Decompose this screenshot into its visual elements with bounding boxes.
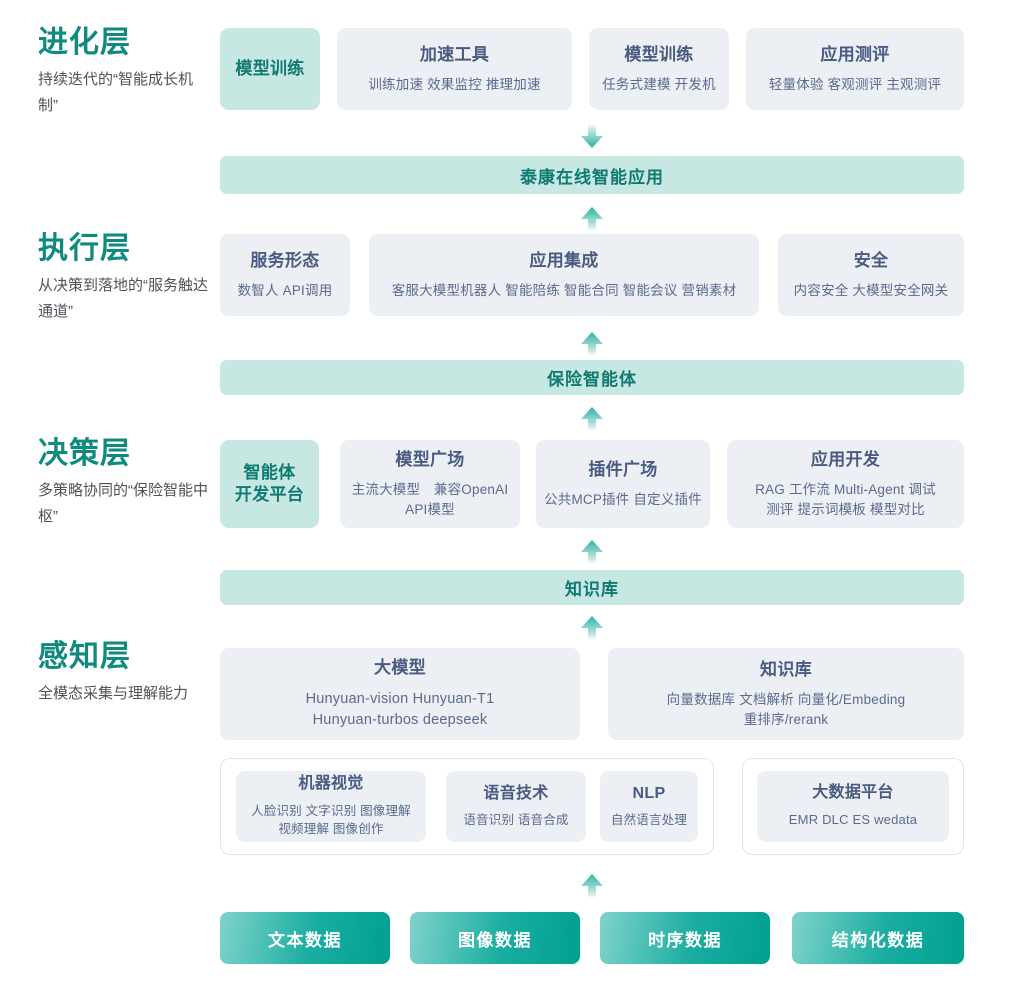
card-title: 安全 <box>853 250 889 270</box>
layer-desc-execution: 从决策到落地的“服务触达通道” <box>38 277 208 321</box>
layer-title-evolution: 进化层 <box>38 26 131 59</box>
layer-desc-evolution: 持续迭代的“智能成长机制” <box>38 71 193 115</box>
card-sub: 任务式建模 开发机 <box>602 76 716 92</box>
layer-label-evolution: 进化层 持续迭代的“智能成长机制” <box>38 26 218 120</box>
card-large-model[interactable]: 大模型 Hunyuan-vision Hunyuan-T1 Hunyuan-tu… <box>220 648 580 740</box>
card-title: 模型广场 <box>395 449 465 469</box>
card-sub: 轻量体验 客观测评 主观测评 <box>768 76 942 92</box>
card-big-data-platform[interactable]: 大数据平台 EMR DLC ES wedata <box>757 771 949 842</box>
card-service-form[interactable]: 服务形态 数智人 API调用 <box>220 234 350 316</box>
card-title: 服务形态 <box>250 250 320 270</box>
card-sub: 内容安全 大模型安全网关 <box>793 282 949 298</box>
arrow-up-to-perception-icon <box>577 612 607 642</box>
card-evolution-model-training-platform[interactable]: 模型训练 <box>220 28 320 110</box>
card-title: 应用测评 <box>820 44 890 64</box>
arrow-up-to-app-icon <box>577 203 607 233</box>
arrow-up-to-kb-icon <box>577 536 607 566</box>
card-sub: EMR DLC ES wedata <box>788 811 918 827</box>
layer-title-decision: 决策层 <box>38 437 131 470</box>
card-sub: 主流大模型 兼容OpenAI API模型 <box>351 481 509 517</box>
card-sub: 向量数据库 文档解析 向量化/Embeding 重排序/rerank <box>666 691 906 727</box>
layer-title-perception: 感知层 <box>38 640 131 673</box>
arrow-up-to-agent-icon <box>577 328 607 358</box>
card-model-marketplace[interactable]: 模型广场 主流大模型 兼容OpenAI API模型 <box>340 440 520 528</box>
card-sub: 公共MCP插件 自定义插件 <box>544 491 702 507</box>
layer-label-decision: 决策层 多策略协同的“保险智能中枢” <box>38 437 218 531</box>
card-sub: Hunyuan-vision Hunyuan-T1 Hunyuan-turbos… <box>305 690 495 728</box>
card-title: 应用集成 <box>529 250 599 270</box>
card-application-integration[interactable]: 应用集成 客服大模型机器人 智能陪练 智能合同 智能会议 营销素材 <box>369 234 759 316</box>
arrow-up-from-data-icon <box>577 870 607 900</box>
layer-label-execution: 执行层 从决策到落地的“服务触达通道” <box>38 232 218 326</box>
card-sub: 人脸识别 文字识别 图像理解 视频理解 图像创作 <box>251 804 411 837</box>
card-application-development[interactable]: 应用开发 RAG 工作流 Multi-Agent 调试 测评 提示词模板 模型对… <box>727 440 964 528</box>
card-title: 模型训练 <box>624 44 694 64</box>
card-title: 加速工具 <box>419 44 490 64</box>
chip-structured-data[interactable]: 结构化数据 <box>792 912 964 964</box>
card-nlp[interactable]: NLP 自然语言处理 <box>600 771 698 842</box>
card-security[interactable]: 安全 内容安全 大模型安全网关 <box>778 234 964 316</box>
arrow-down-to-app-icon <box>577 122 607 152</box>
card-title: 模型训练 <box>235 58 305 78</box>
card-title: NLP <box>632 784 666 802</box>
layer-desc-perception: 全模态采集与理解能力 <box>38 685 189 702</box>
card-sub: RAG 工作流 Multi-Agent 调试 测评 提示词模板 模型对比 <box>755 481 936 517</box>
card-model-training[interactable]: 模型训练 任务式建模 开发机 <box>589 28 729 110</box>
card-title: 知识库 <box>760 659 812 679</box>
card-machine-vision[interactable]: 机器视觉 人脸识别 文字识别 图像理解 视频理解 图像创作 <box>236 771 426 842</box>
card-knowledge-base[interactable]: 知识库 向量数据库 文档解析 向量化/Embeding 重排序/rerank <box>608 648 964 740</box>
card-title: 大模型 <box>374 658 426 678</box>
card-sub: 客服大模型机器人 智能陪练 智能合同 智能会议 营销素材 <box>391 282 737 298</box>
card-sub: 训练加速 效果监控 推理加速 <box>368 76 541 92</box>
card-sub: 语音识别 语音合成 <box>463 813 569 828</box>
card-title: 智能体 开发平台 <box>234 462 305 504</box>
bar-insurance-agent[interactable]: 保险智能体 <box>220 360 964 395</box>
card-sub: 自然语言处理 <box>610 813 688 828</box>
arrow-up-to-decision-icon <box>577 403 607 433</box>
card-speech-technology[interactable]: 语音技术 语音识别 语音合成 <box>446 771 586 842</box>
card-sub: 数智人 API调用 <box>237 282 333 298</box>
card-application-evaluation[interactable]: 应用测评 轻量体验 客观测评 主观测评 <box>746 28 964 110</box>
card-plugin-marketplace[interactable]: 插件广场 公共MCP插件 自定义插件 <box>536 440 710 528</box>
card-agent-development-platform[interactable]: 智能体 开发平台 <box>220 440 319 528</box>
bar-taikang-online-ai-application[interactable]: 泰康在线智能应用 <box>220 156 964 194</box>
layer-label-perception: 感知层 全模态采集与理解能力 <box>38 640 218 707</box>
bar-knowledge-base[interactable]: 知识库 <box>220 570 964 605</box>
chip-image-data[interactable]: 图像数据 <box>410 912 580 964</box>
card-title: 机器视觉 <box>298 775 364 793</box>
card-title: 插件广场 <box>588 459 658 479</box>
card-title: 语音技术 <box>483 784 549 802</box>
card-acceleration-tools[interactable]: 加速工具 训练加速 效果监控 推理加速 <box>337 28 572 110</box>
layer-desc-decision: 多策略协同的“保险智能中枢” <box>38 482 208 526</box>
card-title: 应用开发 <box>810 449 881 469</box>
chip-text-data[interactable]: 文本数据 <box>220 912 390 964</box>
layer-title-execution: 执行层 <box>38 232 131 265</box>
card-title: 大数据平台 <box>812 784 894 802</box>
chip-timeseries-data[interactable]: 时序数据 <box>600 912 770 964</box>
